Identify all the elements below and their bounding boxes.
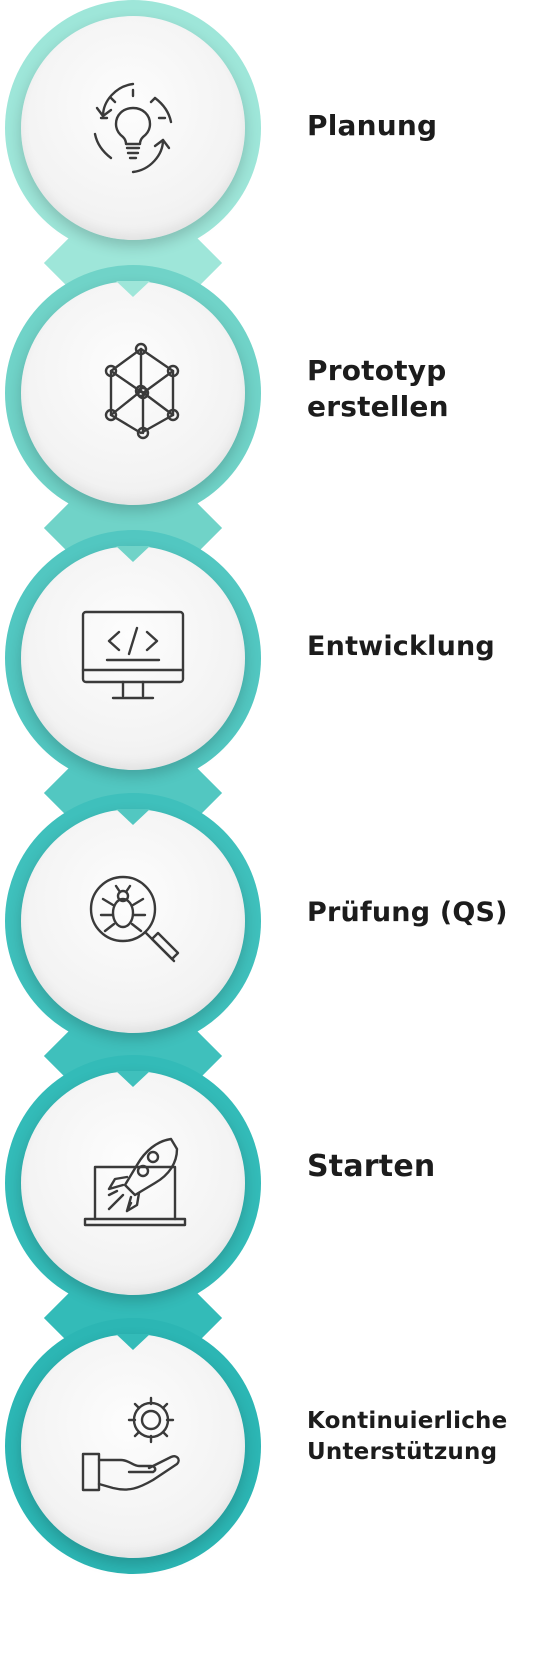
step-starten: Starten bbox=[0, 1055, 542, 1408]
step-entwicklung: Entwicklung bbox=[0, 530, 542, 883]
step-label: Starten bbox=[307, 1149, 436, 1184]
step-notch bbox=[116, 281, 150, 297]
step-label: Prüfung (QS) bbox=[307, 897, 508, 928]
step-disc bbox=[21, 1071, 245, 1295]
step-disc bbox=[21, 809, 245, 1033]
laptop-rocket-icon bbox=[73, 1123, 193, 1243]
step-label: Planung bbox=[307, 109, 438, 142]
step-notch bbox=[116, 1071, 150, 1087]
step-disc bbox=[21, 546, 245, 770]
step-disc bbox=[21, 1334, 245, 1558]
step-pruefung: Prüfung (QS) bbox=[0, 793, 542, 1146]
step-disc bbox=[21, 16, 245, 240]
step-planung: Planung bbox=[0, 0, 542, 353]
step-notch bbox=[116, 1334, 150, 1350]
lightbulb-cycle-icon bbox=[73, 68, 193, 188]
bug-magnifier-icon bbox=[73, 861, 193, 981]
monitor-code-icon bbox=[73, 598, 193, 718]
step-notch bbox=[116, 809, 150, 825]
step-disc bbox=[21, 281, 245, 505]
hand-gear-icon bbox=[73, 1386, 193, 1506]
step-notch bbox=[116, 546, 150, 562]
cube-wireframe-icon bbox=[73, 333, 193, 453]
step-label: Entwicklung bbox=[307, 631, 495, 662]
